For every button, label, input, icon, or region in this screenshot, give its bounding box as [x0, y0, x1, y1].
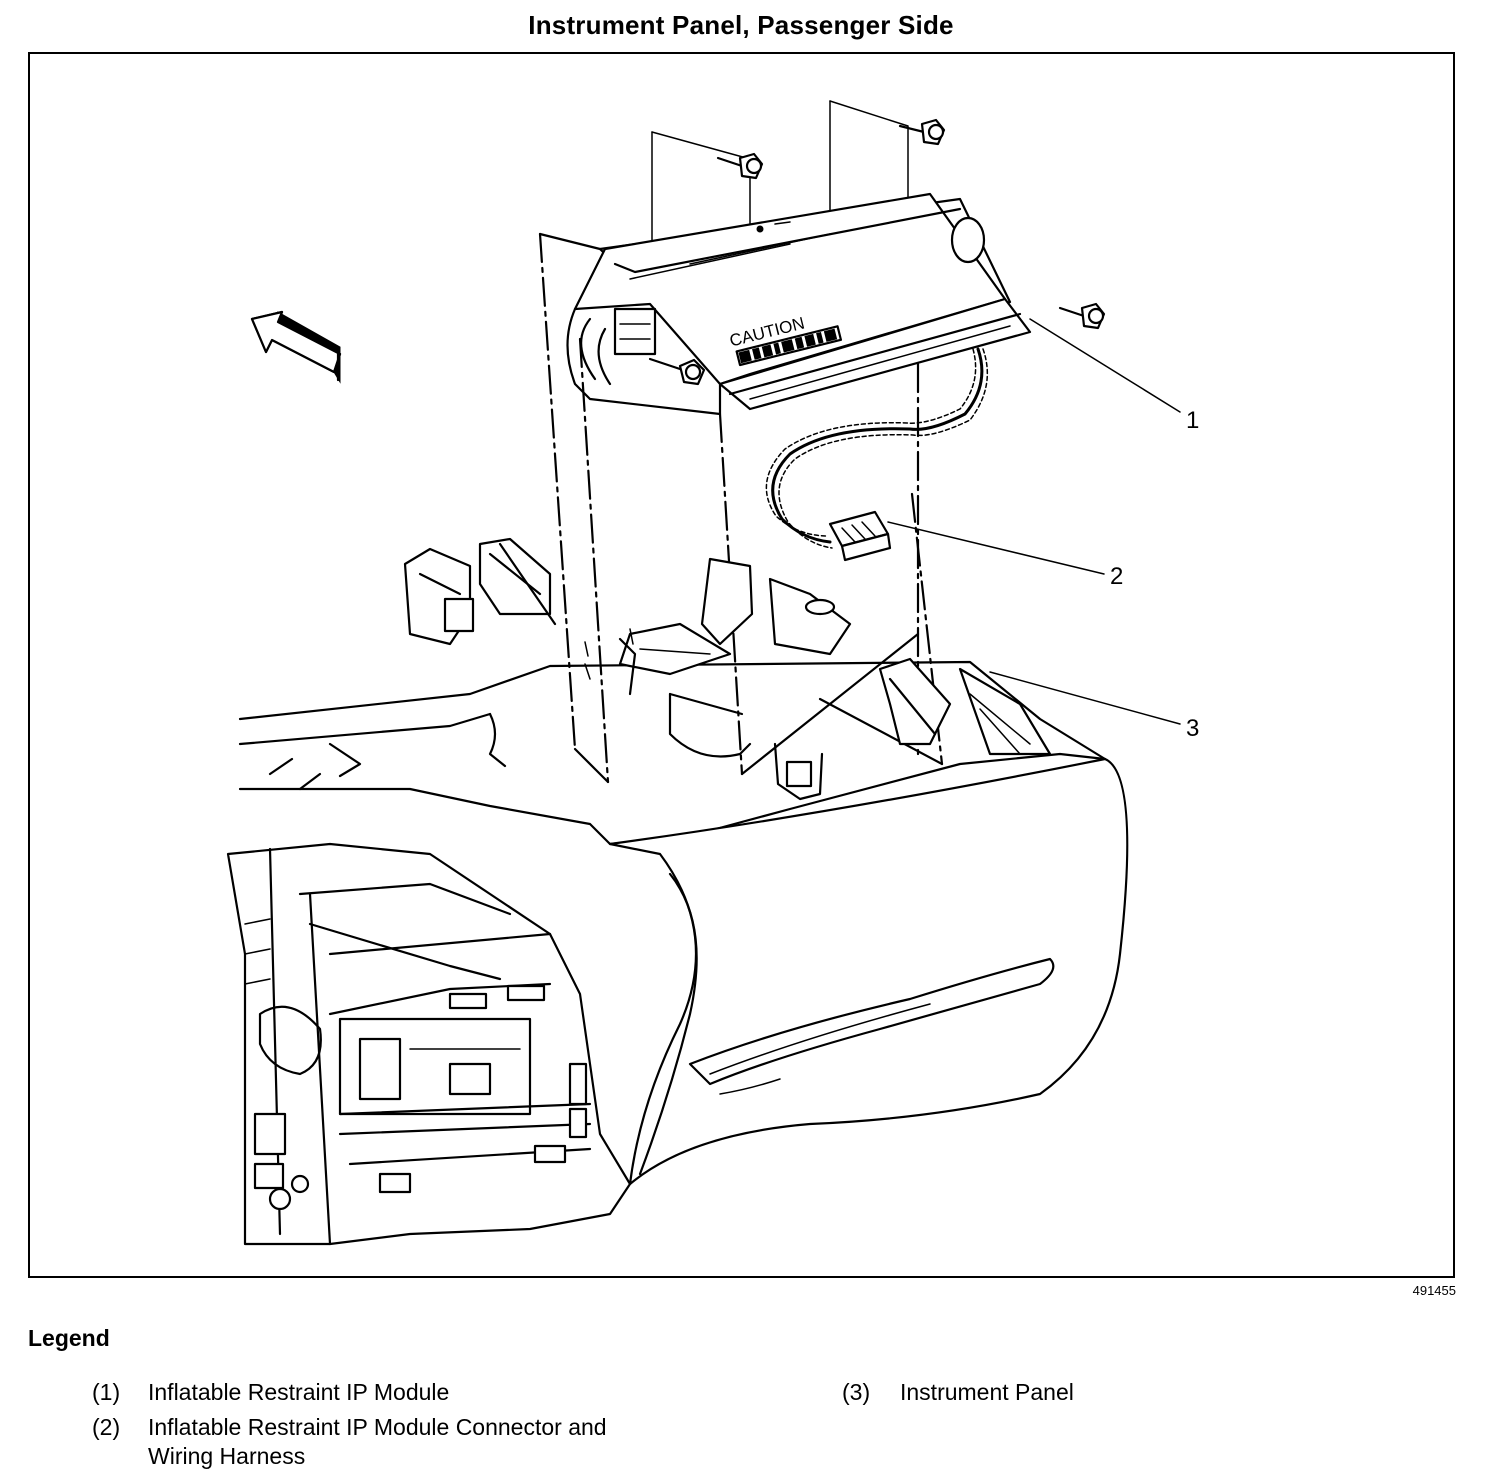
installation-guide-lines [538, 232, 944, 784]
legend-heading: Legend [28, 1325, 110, 1351]
callout-1: 1 [1029, 318, 1199, 434]
figure-id: 491455 [1412, 1283, 1456, 1298]
wiring-harness [765, 347, 989, 562]
legend-item: (3) Instrument Panel [842, 1378, 1242, 1408]
svg-text:2: 2 [1110, 563, 1123, 590]
screw-icon [716, 152, 764, 180]
legend-item-number: (2) [92, 1414, 121, 1440]
callout-2: 2 [887, 521, 1123, 590]
exploded-view-diagram: CAUTION [226, 100, 1199, 1246]
inflatable-restraint-ip-module: CAUTION [566, 192, 1032, 416]
legend-item-number: (1) [92, 1379, 121, 1405]
screw-icon [898, 118, 946, 146]
legend-item-number: (3) [842, 1379, 871, 1405]
page-title: Instrument Panel, Passenger Side [528, 10, 954, 40]
callout-3: 3 [989, 671, 1199, 742]
legend-item-text: Inflatable Restraint IP Module [148, 1379, 450, 1405]
svg-text:1: 1 [1186, 407, 1199, 434]
diagram-frame: CAUTION [28, 52, 1455, 1278]
screw-icon [1058, 302, 1106, 330]
direction-arrow-icon [250, 310, 342, 384]
legend-item: (1) Inflatable Restraint IP Module [92, 1378, 732, 1408]
svg-text:3: 3 [1186, 715, 1199, 742]
legend-item-text: Instrument Panel [900, 1379, 1074, 1405]
legend-item-text: Inflatable Restraint IP Module Connector… [148, 1414, 607, 1469]
instrument-panel [226, 537, 1129, 1246]
legend-item: (2) Inflatable Restraint IP Module Conne… [92, 1413, 732, 1473]
